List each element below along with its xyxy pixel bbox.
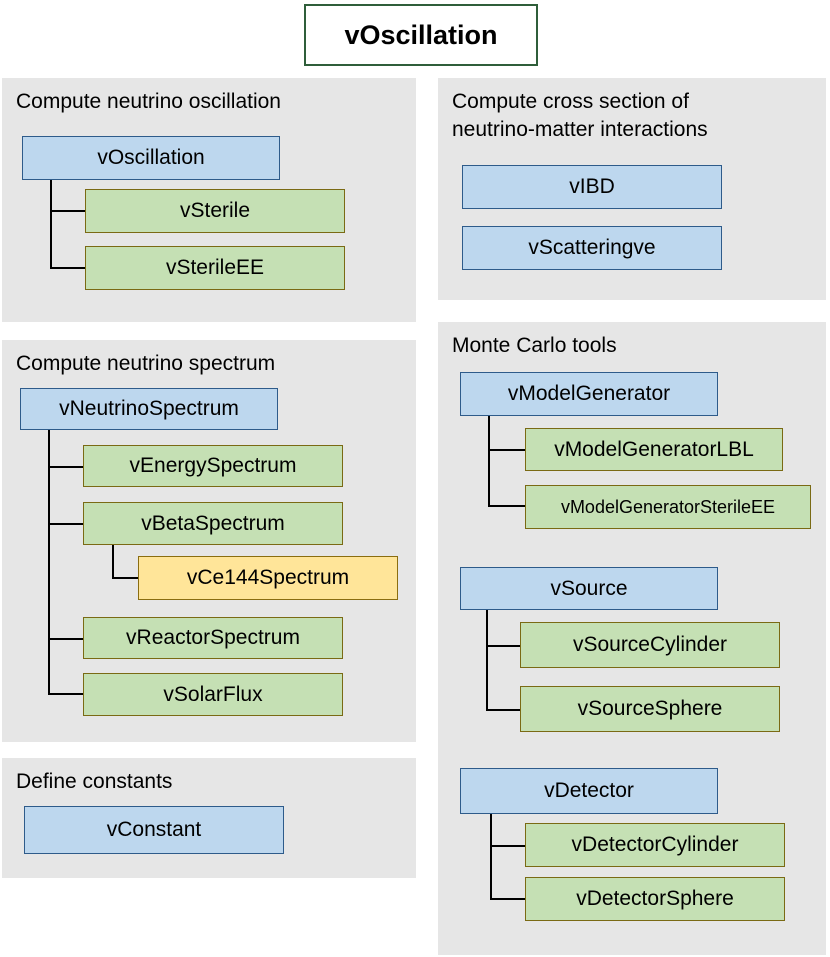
panel-cross-section: Compute cross section of neutrino-matter… xyxy=(438,78,826,300)
class-box-vdetectorsphere: vDetectorSphere xyxy=(525,877,785,921)
tree-connector xyxy=(48,430,50,695)
class-box-vreactorspectrum: vReactorSpectrum xyxy=(83,617,343,659)
class-box-vmodelgeneratorsterileee: vModelGeneratorSterileEE xyxy=(525,485,811,529)
diagram-title: vOscillation xyxy=(304,4,538,66)
class-box-vscatteringve: vScatteringve xyxy=(462,226,722,270)
class-box-vdetectorcylinder: vDetectorCylinder xyxy=(525,823,785,867)
class-box-voscillation: vOscillation xyxy=(22,136,280,180)
panel-title-oscillation: Compute neutrino oscillation xyxy=(16,90,281,113)
tree-connector xyxy=(486,610,488,711)
tree-connector xyxy=(488,416,490,507)
panel-oscillation: Compute neutrino oscillation vOscillatio… xyxy=(2,78,416,322)
class-box-vmodelgeneratorlbl: vModelGeneratorLBL xyxy=(525,428,783,471)
panel-title-spectrum: Compute neutrino spectrum xyxy=(16,352,276,375)
tree-connector xyxy=(490,845,526,847)
panel-monte-carlo: Monte Carlo tools vModelGenerator vModel… xyxy=(438,322,826,955)
tree-connector xyxy=(48,523,84,525)
tree-connector xyxy=(50,267,86,269)
tree-connector xyxy=(486,645,521,647)
class-box-vsourcecylinder: vSourceCylinder xyxy=(520,622,780,668)
class-box-vneutrinospectrum: vNeutrinoSpectrum xyxy=(20,388,278,430)
class-box-vce144spectrum: vCe144Spectrum xyxy=(138,556,398,600)
panel-title-cross-section: Compute cross section of neutrino-matter… xyxy=(452,90,708,141)
class-box-vibd: vIBD xyxy=(462,165,722,209)
panel-constants: Define constants vConstant xyxy=(2,758,416,878)
class-box-vbetaspectrum: vBetaSpectrum xyxy=(83,502,343,545)
class-box-vsolarflux: vSolarFlux xyxy=(83,673,343,716)
tree-connector xyxy=(48,693,84,695)
class-box-vsource: vSource xyxy=(460,567,718,610)
tree-connector xyxy=(490,898,526,900)
panel-title-monte-carlo: Monte Carlo tools xyxy=(452,334,617,357)
tree-connector xyxy=(488,449,526,451)
class-box-vsterile: vSterile xyxy=(85,189,345,233)
tree-connector xyxy=(50,180,52,269)
class-box-vconstant: vConstant xyxy=(24,806,284,854)
class-box-vsourcesphere: vSourceSphere xyxy=(520,686,780,732)
panel-spectrum: Compute neutrino spectrum vNeutrinoSpect… xyxy=(2,340,416,742)
tree-connector xyxy=(490,814,492,900)
tree-connector xyxy=(486,709,521,711)
tree-connector xyxy=(48,638,84,640)
tree-connector xyxy=(112,545,114,579)
tree-connector xyxy=(50,210,86,212)
class-box-venergyspectrum: vEnergySpectrum xyxy=(83,445,343,487)
tree-connector xyxy=(48,466,84,468)
class-box-vmodelgenerator: vModelGenerator xyxy=(460,372,718,416)
class-box-vdetector: vDetector xyxy=(460,768,718,814)
tree-connector xyxy=(112,577,139,579)
tree-connector xyxy=(488,505,526,507)
class-box-vsterileee: vSterileEE xyxy=(85,246,345,290)
panel-title-constants: Define constants xyxy=(16,770,173,793)
